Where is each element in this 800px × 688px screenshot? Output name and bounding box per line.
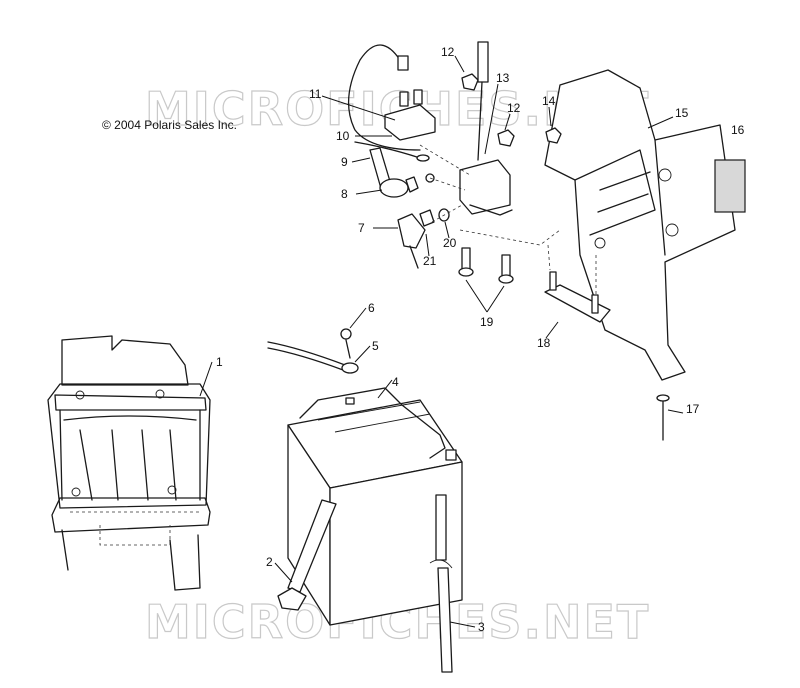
callout-12-top: 12 bbox=[441, 45, 455, 59]
callout-5: 5 bbox=[372, 339, 379, 353]
callout-12-lower: 12 bbox=[507, 101, 521, 115]
callout-21: 21 bbox=[423, 254, 437, 268]
positive-cable bbox=[267, 328, 359, 374]
battery-holder bbox=[47, 335, 211, 591]
callout-10: 10 bbox=[336, 129, 350, 143]
callout-13: 13 bbox=[496, 71, 510, 85]
callout-1: 1 bbox=[216, 355, 223, 369]
callout-19: 19 bbox=[480, 315, 494, 329]
callout-20: 20 bbox=[443, 236, 457, 250]
callout-14: 14 bbox=[542, 94, 556, 108]
callout-16: 16 bbox=[731, 123, 745, 137]
battery bbox=[287, 387, 463, 626]
callout-15: 15 bbox=[675, 106, 689, 120]
callout-11: 11 bbox=[309, 87, 322, 101]
callout-17: 17 bbox=[686, 402, 700, 416]
leader-lines bbox=[199, 55, 684, 628]
callout-2: 2 bbox=[266, 555, 273, 569]
vent-tube bbox=[429, 494, 453, 673]
solenoid-assembly bbox=[347, 41, 561, 284]
callout-8: 8 bbox=[341, 187, 348, 201]
callout-labels: 1 2 3 4 5 6 7 8 9 10 11 12 12 13 14 15 1… bbox=[216, 45, 745, 634]
copyright-notice: © 2004 Polaris Sales Inc. bbox=[102, 118, 237, 132]
callout-18: 18 bbox=[537, 336, 551, 350]
hold-down-strap bbox=[277, 499, 337, 611]
callout-9: 9 bbox=[341, 155, 348, 169]
callout-7: 7 bbox=[358, 221, 365, 235]
mounting-bracket bbox=[544, 69, 746, 441]
callout-3: 3 bbox=[478, 620, 485, 634]
callout-6: 6 bbox=[368, 301, 375, 315]
callout-4: 4 bbox=[392, 375, 399, 389]
